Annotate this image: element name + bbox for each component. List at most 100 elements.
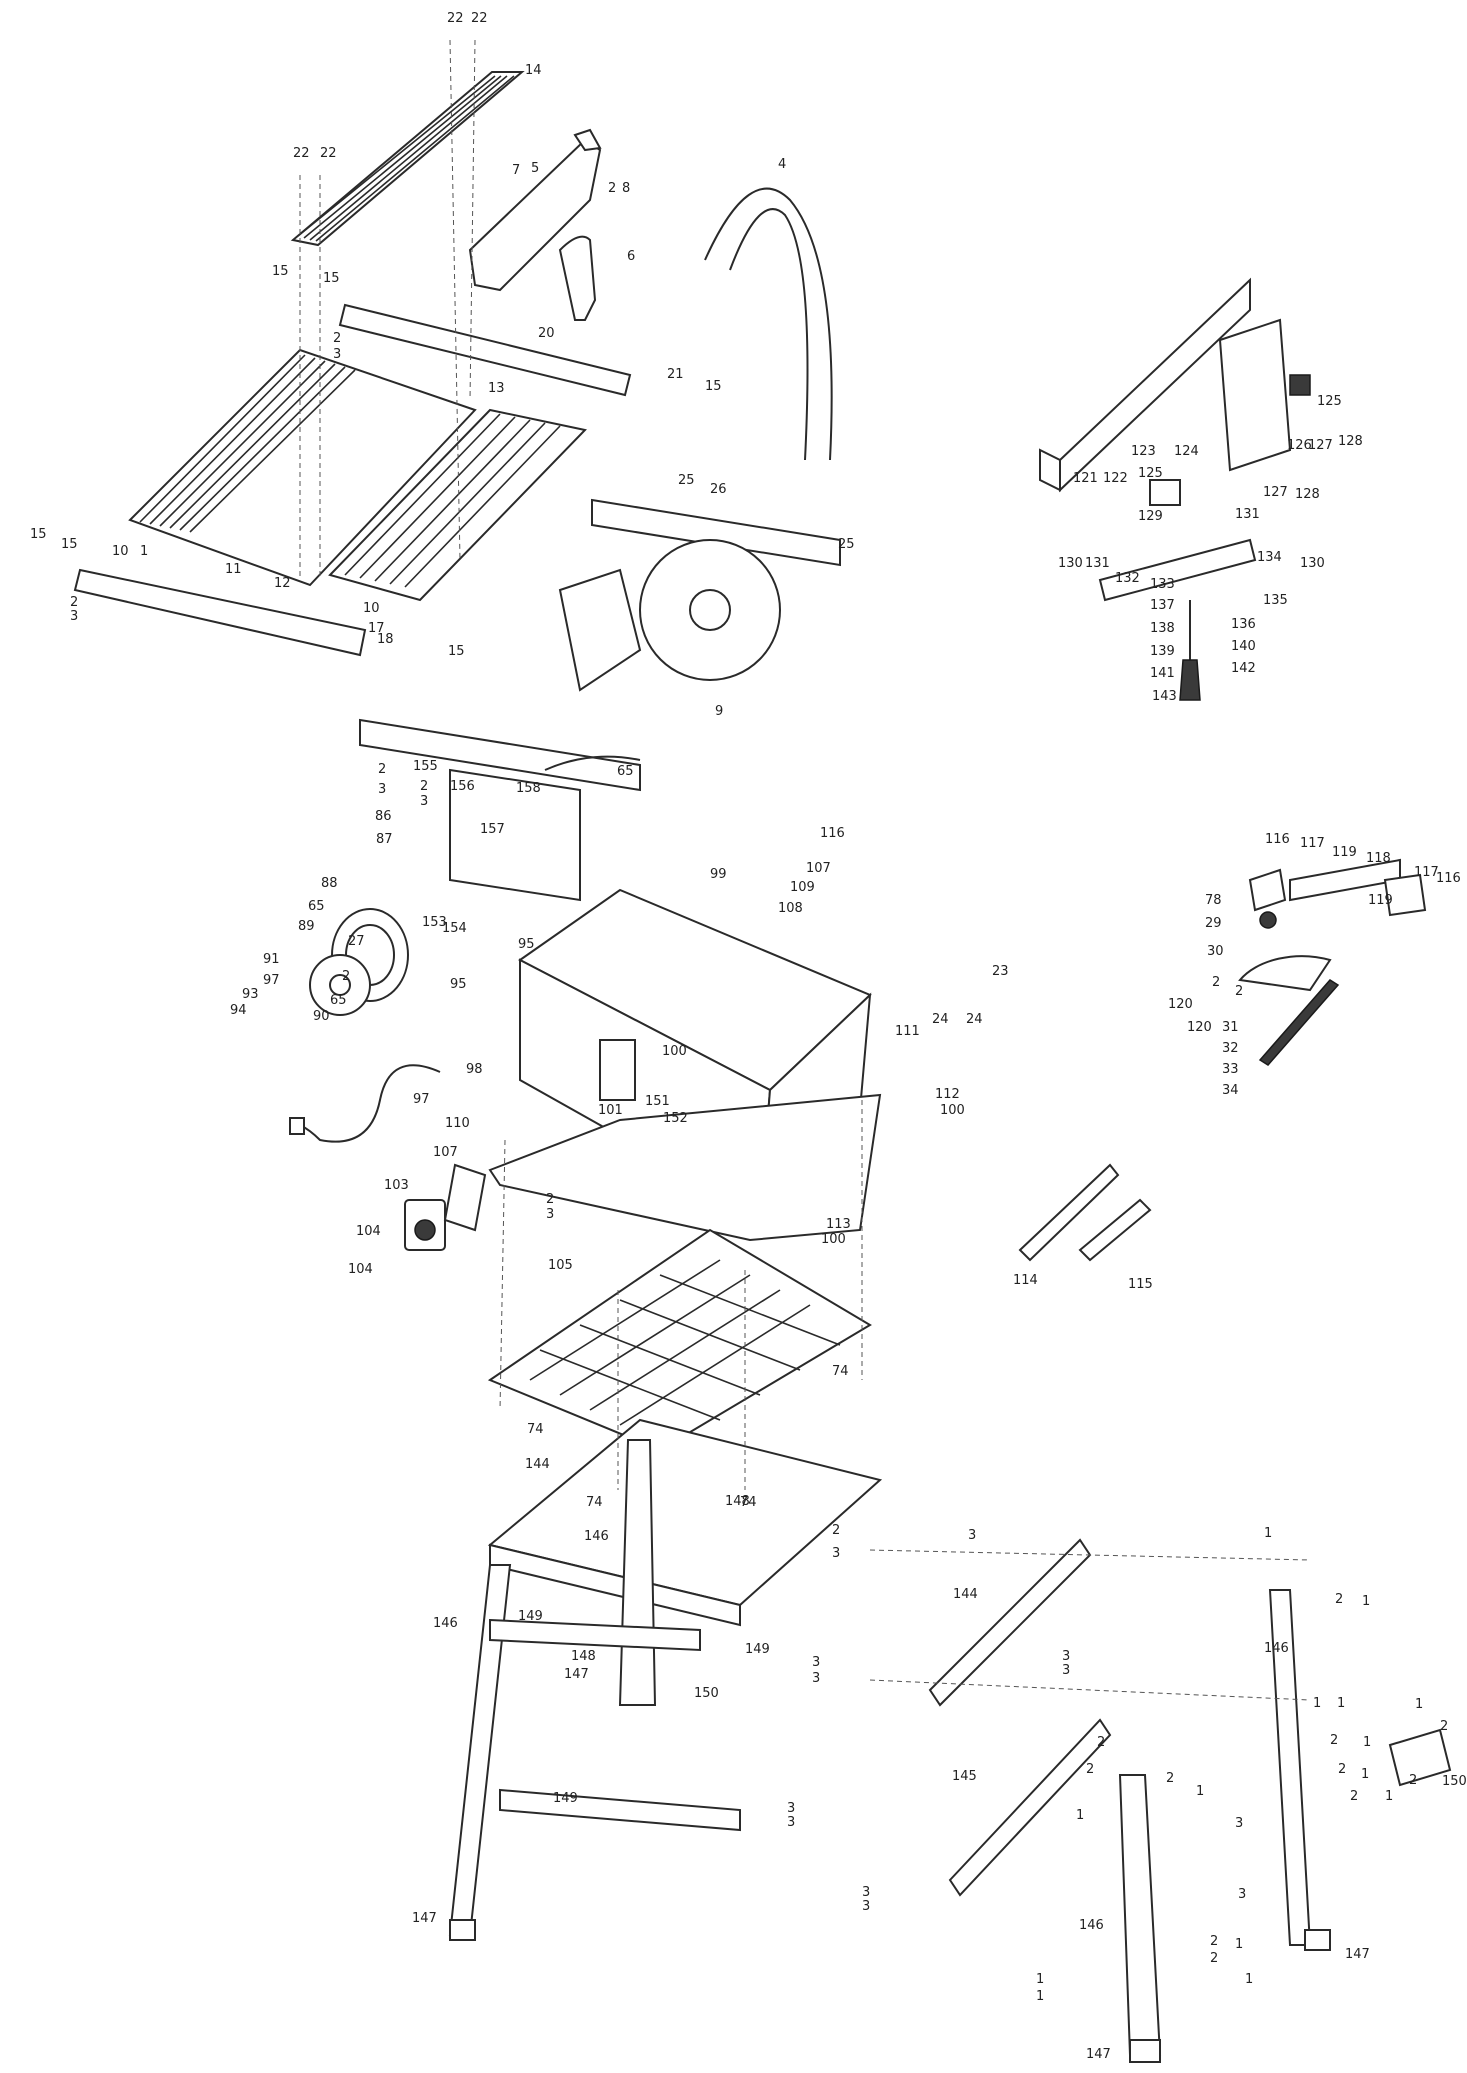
callout-label: 138 <box>1150 621 1175 636</box>
callout-label: 112 <box>935 1087 960 1102</box>
callout-label: 74 <box>586 1495 603 1510</box>
callout-label: 131 <box>1235 507 1260 522</box>
callout-label: 145 <box>952 1769 977 1784</box>
callout-label: 131 <box>1085 556 1110 571</box>
callout-label: 89 <box>298 919 315 934</box>
callout-label: 14 <box>525 63 542 78</box>
callout-label: 147 <box>564 1667 589 1682</box>
callout-label: 135 <box>1263 593 1288 608</box>
callout-label: 2 <box>1440 1719 1448 1734</box>
callout-label: 1 <box>1385 1789 1393 1804</box>
callout-label: 22 <box>320 146 337 161</box>
callout-label: 22 <box>447 11 464 26</box>
callout-label: 141 <box>1150 666 1175 681</box>
callout-label: 113 <box>826 1217 851 1232</box>
callout-label: 149 <box>518 1609 543 1624</box>
alignment-lines <box>299 39 1311 1701</box>
callout-label: 86 <box>375 809 392 824</box>
wrench-set <box>1018 1163 1152 1262</box>
callout-label: 105 <box>548 1258 573 1273</box>
callout-label: 2 <box>546 1192 554 1207</box>
callout-label: 88 <box>321 876 338 891</box>
callout-label: 98 <box>466 1062 483 1077</box>
callout-label: 3 <box>862 1885 870 1900</box>
callout-label: 100 <box>662 1044 687 1059</box>
power-switch <box>404 1163 487 1251</box>
callout-label: 109 <box>790 880 815 895</box>
callout-label: 3 <box>1062 1663 1070 1678</box>
callout-label: 1 <box>1076 1808 1084 1823</box>
callout-label: 27 <box>348 934 365 949</box>
callout-label: 3 <box>333 347 341 362</box>
callout-label: 137 <box>1150 598 1175 613</box>
stand-right-assembly <box>928 1538 1452 2063</box>
callout-label: 124 <box>1174 444 1199 459</box>
callout-label: 26 <box>710 482 727 497</box>
main-table-top <box>128 348 587 602</box>
table-ribs-left <box>139 354 356 533</box>
riving-knife <box>558 235 597 321</box>
callout-label: 111 <box>895 1024 920 1039</box>
callout-label: 107 <box>806 861 831 876</box>
callout-label: 2 <box>1330 1733 1338 1748</box>
callout-label: 152 <box>663 1111 688 1126</box>
callout-label: 142 <box>1231 661 1256 676</box>
callout-label: 154 <box>442 921 467 936</box>
callout-label: 132 <box>1115 571 1140 586</box>
callout-label: 2 <box>333 331 341 346</box>
callout-label: 4 <box>778 157 786 172</box>
callout-label: 74 <box>832 1364 849 1379</box>
callout-label: 2 <box>1210 1934 1218 1949</box>
callout-label: 3 <box>787 1815 795 1830</box>
callout-label: 157 <box>480 822 505 837</box>
callout-label: 130 <box>1058 556 1083 571</box>
callout-label: 11 <box>225 562 242 577</box>
callout-label: 1 <box>1362 1594 1370 1609</box>
callout-label: 1 <box>140 544 148 559</box>
callout-label: 15 <box>272 264 289 279</box>
callout-label: 1 <box>1361 1767 1369 1782</box>
callout-label: 15 <box>448 644 465 659</box>
callout-label: 30 <box>1207 944 1224 959</box>
callout-label: 151 <box>645 1094 670 1109</box>
callout-label: 15 <box>323 271 340 286</box>
rear-rail <box>338 303 632 397</box>
callout-label: 146 <box>1264 1641 1289 1656</box>
callout-label: 3 <box>832 1546 840 1561</box>
callout-label: 7 <box>512 163 520 178</box>
callout-label: 74 <box>740 1495 757 1510</box>
callout-label: 2 <box>1212 975 1220 990</box>
callout-label: 121 <box>1073 471 1098 486</box>
blade-guard <box>468 128 602 292</box>
callout-label: 15 <box>30 527 47 542</box>
callout-label: 2 <box>608 181 616 196</box>
callout-label: 1 <box>1245 1972 1253 1987</box>
callout-label: 10 <box>112 544 129 559</box>
callout-label: 97 <box>413 1092 430 1107</box>
callout-label: 127 <box>1263 485 1288 500</box>
callout-label: 156 <box>450 779 475 794</box>
callout-label: 108 <box>778 901 803 916</box>
callout-label: 114 <box>1013 1273 1038 1288</box>
callout-label: 128 <box>1338 434 1363 449</box>
rip-fence-assembly <box>1039 277 1311 701</box>
callout-label: 3 <box>420 794 428 809</box>
callout-label: 116 <box>1265 832 1290 847</box>
callout-label: 117 <box>1300 836 1325 851</box>
callout-label: 3 <box>546 1207 554 1222</box>
callout-label: 3 <box>968 1528 976 1543</box>
callout-label: 12 <box>274 576 291 591</box>
power-cord <box>289 1064 441 1143</box>
callout-label: 147 <box>1345 1947 1370 1962</box>
callout-label: 2 <box>1335 1592 1343 1607</box>
callout-label: 65 <box>617 764 634 779</box>
callout-label: 136 <box>1231 617 1256 632</box>
callout-label: 1 <box>1036 1989 1044 2004</box>
callout-label: 31 <box>1222 1020 1239 1035</box>
callout-label: 90 <box>313 1009 330 1024</box>
callout-label: 2 <box>1166 1771 1174 1786</box>
callout-label: 2 <box>1086 1762 1094 1777</box>
callout-label: 93 <box>242 987 259 1002</box>
callout-label: 25 <box>838 537 855 552</box>
callout-label: 2 <box>832 1523 840 1538</box>
